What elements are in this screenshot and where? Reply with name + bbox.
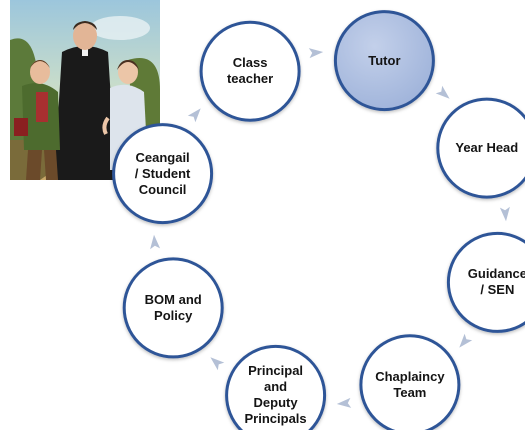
cycle-node-tutor [333, 10, 435, 112]
cycle-node-year-head [436, 97, 525, 199]
cycle-node-principal-deputies [225, 344, 327, 430]
cycle-node-chaplaincy-team [359, 334, 461, 430]
flow-arrow [308, 48, 324, 59]
flow-arrow [435, 85, 450, 99]
cycle-node-label-bom-policy: BOM and Policy [144, 291, 202, 323]
cycle-node-label-class-teacher: Class teacher [226, 55, 274, 87]
cycle-node-guidance-sen [446, 231, 525, 333]
cycle-node-label-guidance-sen: Guidance / SEN [467, 266, 525, 298]
flow-arrow [210, 357, 225, 371]
cycle-node-label-tutor: Tutor [368, 52, 401, 68]
flow-arrow [150, 234, 161, 250]
flow-arrow [187, 108, 201, 123]
cycle-node-class-teacher [199, 20, 301, 122]
cycle-node-ceangail-student-council [112, 123, 214, 225]
cycle-node-label-chaplaincy-team: Chaplaincy Team [375, 368, 445, 400]
flow-arrow [336, 397, 352, 408]
cycle-node-label-ceangail-student-council: Ceangail / Student Council [134, 149, 191, 197]
painting-boy-left [14, 60, 60, 180]
flow-arrow [499, 206, 510, 222]
cycle-node-label-principal-deputies: Principal and Deputy Principals [244, 363, 307, 427]
cycle-node-label-year-head: Year Head [455, 140, 519, 156]
flow-arrow [459, 333, 473, 348]
painting-priest [54, 21, 116, 180]
cycle-node-bom-policy [122, 257, 224, 359]
painting-cloud [90, 16, 150, 40]
